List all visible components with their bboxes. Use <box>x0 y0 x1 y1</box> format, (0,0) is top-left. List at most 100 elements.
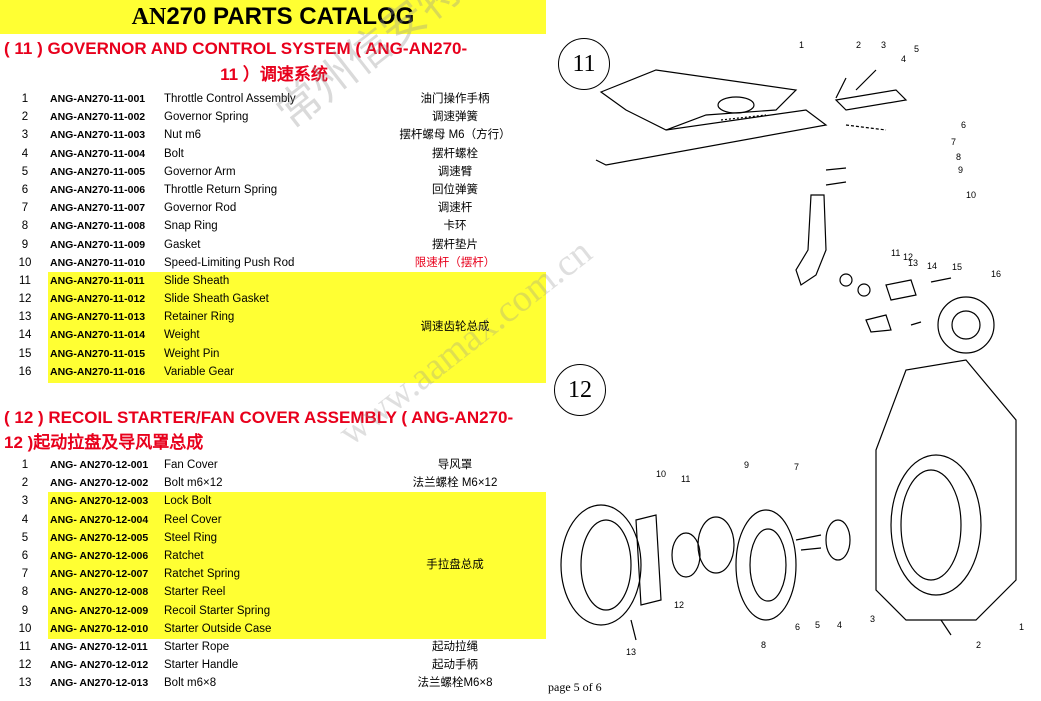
part-cn: 起动手柄 <box>432 659 478 672</box>
part-code: ANG- AN270-12-007 <box>50 568 149 581</box>
part-num: 6 <box>21 183 29 196</box>
part-name: Recoil Starter Spring <box>164 604 271 617</box>
part-code: ANG-AN270-11-013 <box>50 311 146 324</box>
part-code: ANG-AN270-11-007 <box>50 202 146 215</box>
callout-11-12: 12 <box>903 252 913 262</box>
table-row: 12 ANG- AN270-12-012 Starter Handle 起动手柄 <box>0 656 546 674</box>
part-cn: 调速弹簧 <box>432 111 478 124</box>
section-11-title: ( 11 ) GOVERNOR AND CONTROL SYSTEM ( ANG… <box>4 39 468 58</box>
part-code: ANG-AN270-11-003 <box>50 129 146 142</box>
part-cn: 摆杆螺母 M6（方行） <box>399 129 511 142</box>
part-code: ANG- AN270-12-006 <box>50 549 149 562</box>
part-name: Throttle Return Spring <box>164 183 278 196</box>
part-cn: 摆杆螺栓 <box>432 147 478 160</box>
part-code: ANG- AN270-12-011 <box>50 640 148 653</box>
part-name: Variable Gear <box>164 365 235 378</box>
part-num: 1 <box>21 93 29 105</box>
part-num: 2 <box>21 477 29 490</box>
part-num: 6 <box>21 549 29 562</box>
part-name: Governor Arm <box>164 165 236 178</box>
part-cn: 法兰螺栓 M6×12 <box>412 477 498 490</box>
callout-12-13: 13 <box>626 647 636 657</box>
part-code: ANG- AN270-12-009 <box>50 604 149 617</box>
governor-shaft <box>795 194 827 286</box>
control-plate <box>595 109 828 166</box>
part-cn: 油门操作手柄 <box>420 93 490 105</box>
part-name: Speed-Limiting Push Rod <box>164 256 295 269</box>
table-row: 6 ANG-AN270-11-006 Throttle Return Spring 回… <box>0 181 546 199</box>
part-code: ANG-AN270-11-014 <box>50 329 146 342</box>
callout-12-11: 11 <box>681 474 690 484</box>
part-num: 12 <box>18 293 32 306</box>
part-num: 3 <box>21 495 29 508</box>
part-name: Bolt <box>164 147 184 160</box>
part-code: ANG-AN270-11-006 <box>50 183 146 196</box>
part-code: ANG-AN270-11-012 <box>50 293 146 306</box>
section-12-title-cont: 12 )起动拉盘及导风罩总成 <box>4 433 204 452</box>
callout-11-4: 4 <box>901 54 906 64</box>
part-name: Bolt m6×12 <box>164 477 223 490</box>
exploded-diagram: 1 2 3 4 5 6 7 8 9 10 11 12 13 14 15 16 1… <box>546 0 1041 696</box>
part-name: Starter Handle <box>164 659 239 672</box>
part-cn: 回位弹簧 <box>432 183 478 196</box>
callout-11-14: 14 <box>927 261 937 271</box>
part-name: Bolt m6×8 <box>164 677 217 690</box>
callout-11-11: 11 <box>891 248 900 258</box>
part-cn: 调速臂 <box>437 165 473 178</box>
callout-12-5: 5 <box>815 620 820 630</box>
part-code: ANG-AN270-11-008 <box>50 220 146 233</box>
part-name: Nut m6 <box>164 129 202 142</box>
highlight-block-12 <box>48 492 546 639</box>
part-num: 12 <box>18 659 32 672</box>
part-num: 15 <box>18 347 32 360</box>
part-num: 4 <box>21 147 29 160</box>
part-num: 16 <box>18 365 32 378</box>
table-row: 7 ANG- AN270-12-007 Ratchet Spring <box>0 565 546 583</box>
callout-11-16: 16 <box>991 269 1001 279</box>
part-name: Weight Pin <box>164 347 220 360</box>
section-11-marker: 11 <box>558 38 610 90</box>
part-code: ANG-AN270-11-011 <box>50 274 145 287</box>
part-num: 7 <box>21 568 29 581</box>
section-12-marker: 12 <box>554 364 606 416</box>
part-name: Ratchet Spring <box>164 568 241 581</box>
catalog-title: AN270 PARTS CATALOG <box>0 0 546 34</box>
part-name: Starter Outside Case <box>164 622 272 635</box>
callout-11-2: 2 <box>856 40 861 50</box>
parts-list-panel: AN270 PARTS CATALOG ( 11 ) GOVERNOR AND … <box>0 0 546 692</box>
part-code: ANG-AN270-11-005 <box>50 165 146 178</box>
diagram-svg: 1 2 3 4 5 6 7 8 9 10 11 12 13 14 15 16 1… <box>560 40 1024 657</box>
variable-gear <box>937 296 995 354</box>
section-11-title-cont: 11 ）调速系统 <box>220 65 328 84</box>
part-num: 10 <box>18 256 32 269</box>
part-code: ANG-AN270-11-010 <box>50 256 146 269</box>
part-code: ANG- AN270-12-003 <box>50 495 149 508</box>
starter-outside-case <box>560 504 642 626</box>
part-name: Governor Rod <box>164 202 237 215</box>
bolt-2 <box>940 619 952 636</box>
starter-handle <box>635 514 662 606</box>
callout-12-2: 2 <box>976 640 981 650</box>
part-code: ANG- AN270-12-012 <box>50 659 149 672</box>
part-cn: 起动拉绳 <box>432 640 478 653</box>
part-name: Gasket <box>164 238 201 251</box>
part-name: Ratchet <box>164 549 204 562</box>
part-name: Governor Spring <box>164 111 249 124</box>
callout-12-4: 4 <box>837 620 842 630</box>
part-name: Fan Cover <box>164 459 218 471</box>
callout-12-3: 3 <box>870 614 875 624</box>
callout-11-15: 15 <box>952 262 962 272</box>
callout-12-10: 10 <box>656 469 666 479</box>
